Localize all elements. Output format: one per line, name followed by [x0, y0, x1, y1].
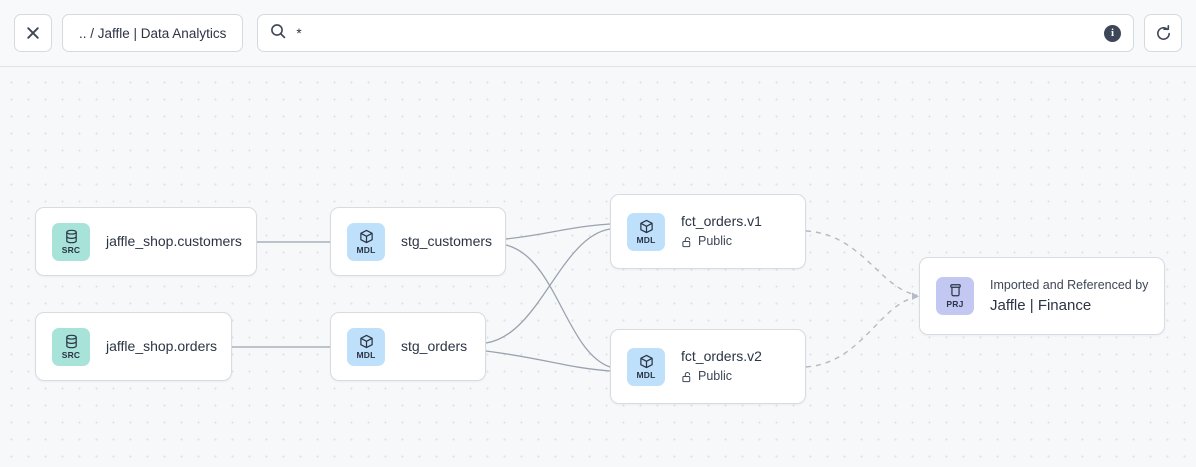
- source-badge: SRC: [52, 222, 90, 261]
- node-src-orders[interactable]: SRC jaffle_shop.orders: [35, 312, 232, 381]
- model-badge: MDL: [627, 212, 665, 251]
- edge-stg_customers-fct_orders_v1: [505, 223, 611, 240]
- node-src-customers[interactable]: SRC jaffle_shop.customers: [35, 207, 257, 276]
- project-badge: PRJ: [936, 277, 974, 315]
- node-body: fct_orders.v1 Public: [681, 213, 762, 249]
- edge-fct_orders_v2-project_finance: [805, 296, 918, 368]
- badge-kind-label: MDL: [636, 234, 656, 245]
- cube-icon: [359, 229, 374, 244]
- node-title: fct_orders.v2: [681, 348, 762, 365]
- unlock-icon: [681, 236, 693, 248]
- close-icon: [26, 26, 40, 40]
- model-badge: MDL: [347, 222, 385, 261]
- badge-kind-label: SRC: [61, 244, 81, 255]
- database-icon: [64, 229, 79, 244]
- node-body: stg_customers: [401, 232, 493, 251]
- node-access-label: Public: [698, 233, 733, 248]
- edge-stg_customers-fct_orders_v2: [505, 244, 611, 368]
- node-body: Imported and Referenced by Jaffle | Fina…: [990, 277, 1148, 316]
- node-access: Public: [681, 234, 762, 250]
- node-title: jaffle_shop.customers: [106, 232, 242, 249]
- refresh-icon: [1155, 24, 1172, 42]
- node-title: fct_orders.v1: [681, 213, 762, 230]
- node-body: jaffle_shop.orders: [106, 337, 218, 356]
- node-title: stg_customers: [401, 232, 493, 249]
- node-fct-orders-v2[interactable]: MDL fct_orders.v2 Public: [610, 329, 806, 404]
- badge-kind-label: MDL: [356, 244, 376, 255]
- node-access: Public: [681, 369, 762, 385]
- node-title: jaffle_shop.orders: [106, 337, 218, 354]
- breadcrumb[interactable]: .. / Jaffle | Data Analytics: [62, 14, 244, 52]
- node-title: Jaffle | Finance: [990, 296, 1092, 314]
- archive-icon: [948, 283, 963, 298]
- search-bar[interactable]: i: [257, 14, 1134, 52]
- badge-kind-label: PRJ: [946, 299, 964, 310]
- toolbar: .. / Jaffle | Data Analytics i: [0, 0, 1196, 67]
- close-button[interactable]: [14, 14, 52, 52]
- badge-kind-label: MDL: [636, 369, 656, 380]
- node-body: stg_orders: [401, 338, 467, 356]
- node-title: stg_orders: [401, 337, 468, 354]
- unlock-icon: [681, 371, 693, 383]
- edge-stg_orders-fct_orders_v2: [485, 350, 611, 372]
- node-body: jaffle_shop.customers: [106, 232, 242, 251]
- breadcrumb-label: .. / Jaffle | Data Analytics: [79, 25, 227, 41]
- database-icon: [64, 334, 79, 349]
- node-kicker: Imported and Referenced by: [990, 277, 1149, 292]
- cube-icon: [359, 334, 374, 349]
- node-stg-customers[interactable]: MDL stg_customers: [330, 207, 506, 276]
- edge-fct_orders_v1-project_finance: [805, 230, 918, 296]
- cube-icon: [639, 219, 654, 234]
- node-fct-orders-v1[interactable]: MDL fct_orders.v1 Public: [610, 194, 806, 269]
- search-icon: [270, 23, 286, 44]
- badge-kind-label: MDL: [356, 349, 376, 360]
- refresh-button[interactable]: [1144, 14, 1182, 52]
- cube-icon: [639, 354, 654, 369]
- badge-kind-label: SRC: [61, 349, 81, 360]
- node-access-label: Public: [698, 368, 733, 383]
- search-input[interactable]: [296, 15, 1094, 51]
- node-stg-orders[interactable]: MDL stg_orders: [330, 312, 486, 381]
- node-project-finance[interactable]: PRJ Imported and Referenced by Jaffle | …: [919, 257, 1165, 335]
- node-body: fct_orders.v2 Public: [681, 348, 762, 384]
- model-badge: MDL: [627, 347, 665, 386]
- model-badge: MDL: [347, 327, 385, 366]
- info-icon[interactable]: i: [1104, 24, 1121, 42]
- edge-arrowhead: [912, 292, 919, 300]
- graph-canvas[interactable]: SRC jaffle_shop.customers SRC jaffle_sh: [0, 67, 1196, 467]
- source-badge: SRC: [52, 327, 90, 366]
